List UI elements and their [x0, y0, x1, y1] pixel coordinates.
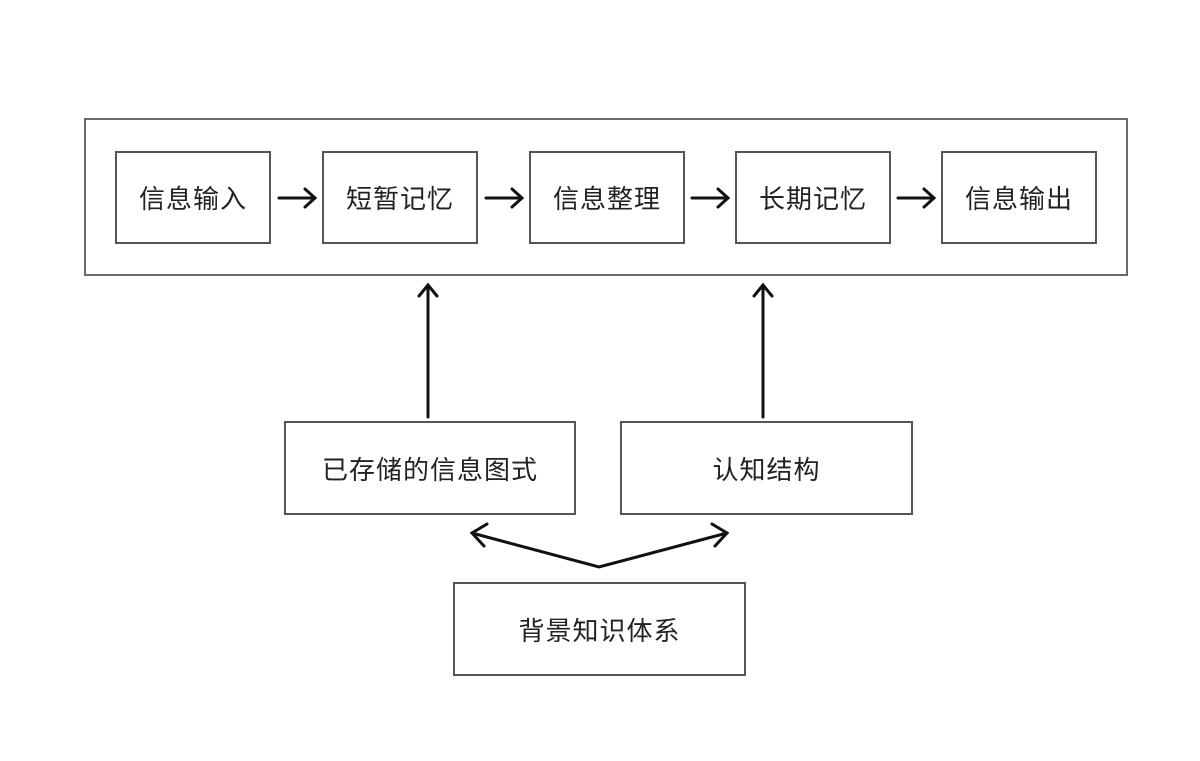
- arrow-background-to-supports: [469, 522, 730, 569]
- step-long-term-memory-label: 长期记忆: [758, 185, 867, 215]
- arrow-input-to-short-term: [277, 187, 318, 209]
- step-input: 信息输入: [115, 151, 271, 244]
- step-organize: 信息整理: [529, 151, 685, 244]
- background-knowledge-label: 背景知识体系: [518, 616, 681, 647]
- step-output-label: 信息输出: [964, 185, 1073, 215]
- stored-schema-label: 已存储的信息图式: [321, 455, 538, 486]
- step-short-term-memory-label: 短暂记忆: [345, 185, 454, 215]
- step-long-term-memory: 长期记忆: [735, 151, 891, 244]
- cognitive-structure-box: 认知结构: [620, 421, 913, 515]
- step-output: 信息输出: [941, 151, 1097, 244]
- arrow-cognitive-to-long-term: [752, 282, 774, 419]
- arrow-schema-to-short-term: [417, 282, 439, 419]
- arrow-organize-to-long-term: [690, 187, 731, 209]
- step-input-label: 信息输入: [138, 185, 247, 215]
- step-organize-label: 信息整理: [552, 185, 661, 215]
- stored-schema-box: 已存储的信息图式: [284, 421, 576, 515]
- arrow-long-term-to-output: [896, 187, 937, 209]
- step-short-term-memory: 短暂记忆: [322, 151, 478, 244]
- cognitive-structure-label: 认知结构: [712, 455, 821, 486]
- arrow-short-term-to-organize: [484, 187, 525, 209]
- background-knowledge-box: 背景知识体系: [453, 582, 746, 676]
- process-frame: [84, 118, 1128, 276]
